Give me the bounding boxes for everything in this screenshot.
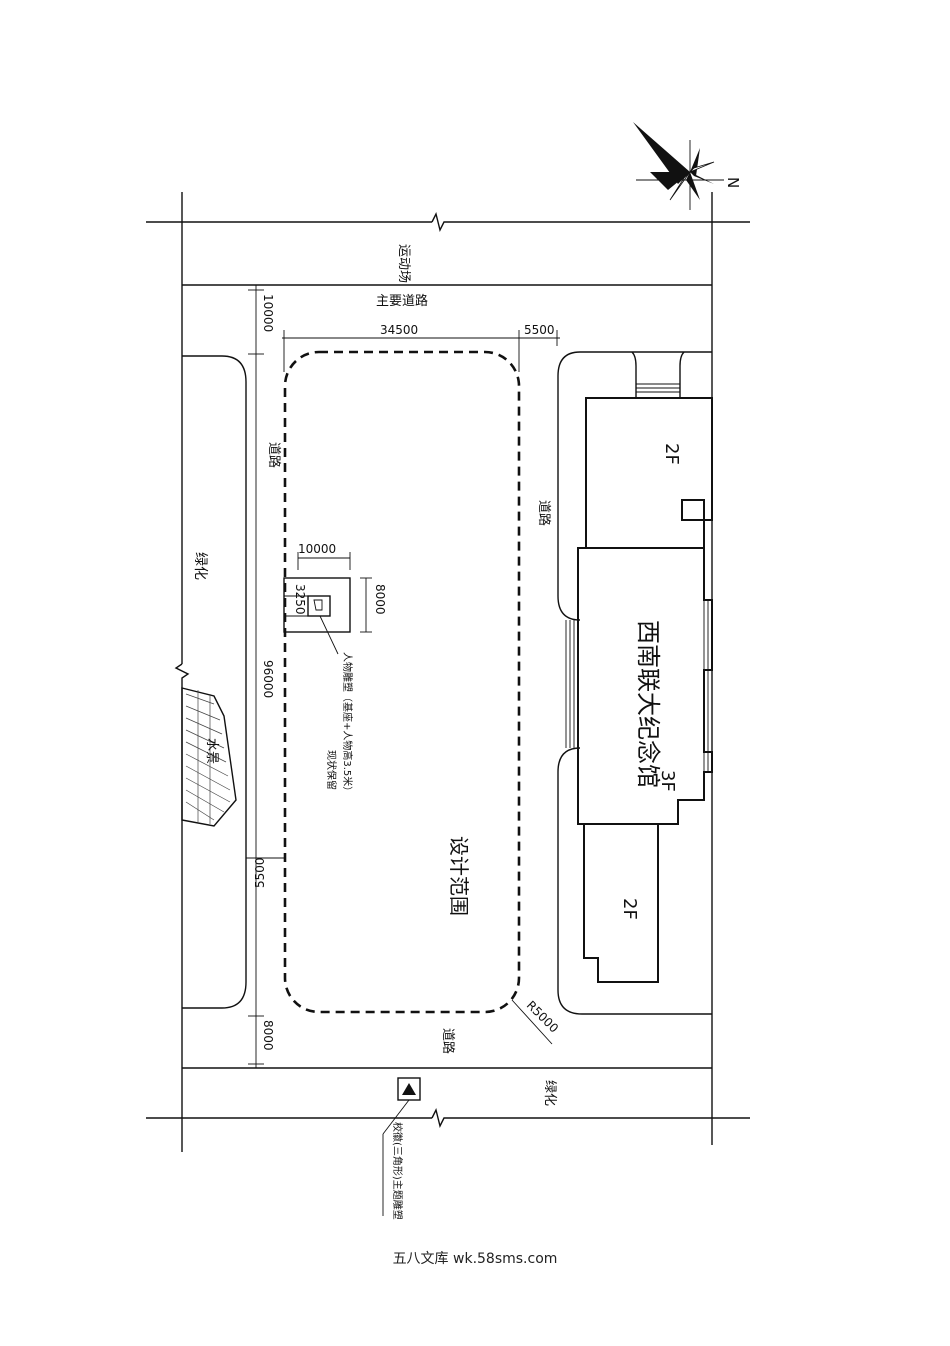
emblem-triangle-icon — [402, 1083, 416, 1095]
design-area-label: 设计范围 — [447, 836, 471, 916]
road-left-label: 道路 — [266, 442, 282, 468]
dim-10000-sculpture: 10000 — [298, 542, 336, 556]
building-memorial-3f — [577, 547, 713, 825]
floor-upper-label: 2F — [661, 443, 682, 465]
building-upper-2f — [585, 397, 713, 549]
sculpture-note-line2: 现状保留 — [325, 750, 338, 790]
footer-source: 五八文库 wk.58sms.com — [392, 1251, 558, 1267]
emblem-leader — [382, 1099, 410, 1135]
water-feature — [181, 687, 237, 827]
dim-r5000: R5000 — [524, 998, 561, 1035]
dim-10000-top: 10000 — [261, 294, 275, 332]
design-area-boundary — [283, 350, 521, 1014]
green-strip-left — [182, 355, 247, 1009]
compass-north-label: N — [724, 177, 742, 188]
memorial-label: 西南联大纪念馆 — [634, 620, 662, 788]
sculpture-note-line1: 人物雕塑（基座+人物高3.5米） — [341, 652, 354, 796]
road-edge-right-lower — [557, 747, 712, 1015]
water-label: 水景 — [204, 738, 219, 764]
compass-icon — [633, 122, 724, 210]
dim-8000-bottom: 8000 — [261, 1020, 275, 1051]
road-right-label: 道路 — [536, 500, 552, 526]
floor-lower-label: 2F — [619, 898, 640, 920]
dim-34500: 34500 — [380, 323, 418, 337]
emblem-note: 校徽(三角形)主题雕塑 — [391, 1122, 404, 1220]
site-boundary — [146, 192, 750, 1152]
sculpture-plaza — [283, 552, 372, 655]
dim-96000: 96000 — [261, 660, 275, 698]
road-edge-right — [557, 351, 712, 621]
road-bottom-label: 道路 — [440, 1028, 456, 1054]
dim-8000-sculpture: 8000 — [373, 584, 387, 615]
dim-3250: 3250 — [293, 584, 307, 615]
radius-leader — [511, 999, 553, 1045]
green-bottom-label: 绿化 — [542, 1080, 557, 1106]
dimension-line-left — [246, 285, 286, 1068]
dimension-line-top — [282, 330, 560, 372]
green-left-label: 绿化 — [192, 552, 208, 580]
dim-5500-left: 5500 — [253, 857, 267, 888]
floor-middle-label: 3F — [657, 770, 678, 792]
sports-field-label: 运动场 — [396, 244, 411, 283]
dim-5500-top: 5500 — [524, 323, 555, 337]
main-road-label: 主要道路 — [376, 293, 428, 309]
building-lower-2f — [583, 823, 659, 983]
